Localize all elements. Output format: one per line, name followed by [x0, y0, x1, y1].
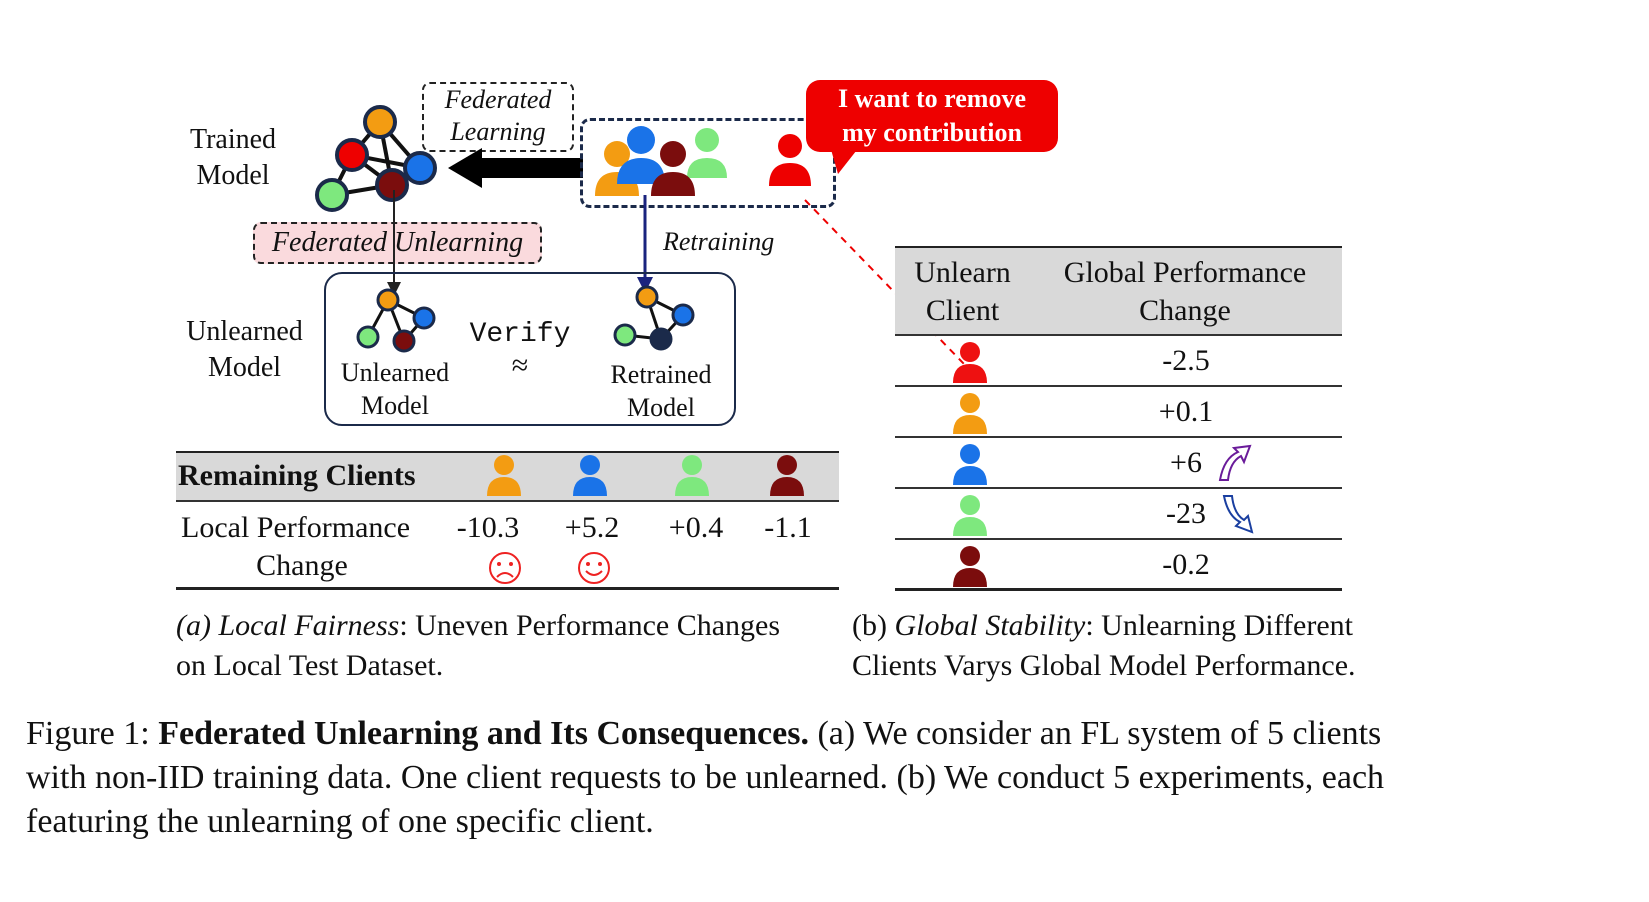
- global-value-green: -23: [1166, 497, 1206, 530]
- local-table-mid-rule: [176, 500, 839, 502]
- global-table-top-rule: [895, 246, 1342, 249]
- unlearn-client-header: Unlearn Client: [914, 256, 1011, 327]
- person-icon-blue: [953, 444, 987, 485]
- model-comparison-box: [324, 272, 736, 426]
- local-client-icons: [487, 455, 804, 496]
- unlearned-model-graph-icon: [356, 288, 436, 353]
- caption-a: (a) Local Fairness: Uneven Performance C…: [176, 606, 826, 686]
- caption-a-rest1: : Uneven Performance Changes: [399, 609, 781, 642]
- local-value-orange: -10.3: [456, 511, 520, 544]
- global-table-rule-0: [895, 334, 1342, 336]
- person-icon-green: [953, 495, 987, 536]
- caption-a-rest2: on Local Test Dataset.: [176, 649, 444, 682]
- caption-b-label: (b): [852, 609, 895, 642]
- local-value-darkred: -1.1: [764, 511, 812, 544]
- federated-learning-box: Federated Learning: [422, 82, 574, 152]
- person-icon-blue: [573, 455, 607, 496]
- figure-caption-text3: featuring the unlearning of one specific…: [26, 803, 654, 840]
- federated-learning-line1: Federated: [444, 85, 552, 114]
- federated-learning-line2: Learning: [450, 117, 546, 146]
- caption-b-rest1: : Unlearning Different: [1085, 609, 1353, 642]
- global-value-red: -2.5: [1162, 344, 1210, 377]
- figure-caption-text1: (a) We consider an FL system of 5 client…: [808, 715, 1382, 752]
- federated-unlearning-box: Federated Unlearning: [253, 222, 542, 264]
- figure-caption-title: Federated Unlearning and Its Consequence…: [158, 715, 809, 752]
- unlearning-arrow-icon: [387, 190, 401, 296]
- remove-contribution-callout: I want to remove my contribution: [806, 80, 1058, 152]
- person-icon-orange: [487, 455, 521, 496]
- global-table-rule-1: [895, 385, 1342, 387]
- curved-up-arrow-icon: [1218, 444, 1252, 481]
- local-table-top-rule: [176, 451, 839, 454]
- global-table-bottom-rule: [895, 588, 1342, 591]
- figure-caption-prefix: Figure 1:: [26, 715, 159, 752]
- global-client-icons: [953, 342, 987, 587]
- remaining-clients-header: Remaining Clients: [178, 459, 416, 492]
- unlearned-model-side-label: Unlearned Model: [186, 316, 303, 383]
- global-table-rule-3: [895, 487, 1342, 489]
- person-icon-red: [953, 342, 987, 383]
- retraining-label: Retraining: [663, 227, 775, 256]
- retrained-model-graph-icon: [613, 285, 695, 351]
- unlearned-model-inner-label: Unlearned Model: [340, 358, 450, 420]
- figure-caption-text2: with non-IID training data. One client r…: [26, 759, 1385, 796]
- person-icon-darkred: [770, 455, 804, 496]
- global-value-orange: +0.1: [1158, 395, 1214, 428]
- clients-group-box: [580, 118, 836, 208]
- caption-b-title: Global Stability: [894, 609, 1086, 642]
- global-table-header-bg: [895, 248, 1342, 334]
- local-performance-label-line2: Change: [256, 549, 348, 582]
- global-table-rule-2: [895, 436, 1342, 438]
- global-value-blue: +6: [1170, 446, 1202, 479]
- caption-b: (b) Global Stability: Unlearning Differe…: [852, 606, 1412, 686]
- caption-b-rest2: Clients Varys Global Model Performance.: [852, 649, 1356, 682]
- sad-face-icon: [489, 552, 521, 584]
- caption-a-label: (a): [176, 609, 219, 642]
- figure-caption: Figure 1: Federated Unlearning and Its C…: [26, 712, 1626, 844]
- global-table-rule-4: [895, 538, 1342, 540]
- trained-model-graph-icon: [315, 105, 437, 212]
- federated-learning-arrow-icon: [448, 148, 583, 188]
- caption-a-title: Local Fairness: [218, 609, 400, 642]
- person-icon-darkred: [953, 546, 987, 587]
- approx-symbol: ≈: [511, 349, 529, 382]
- local-value-blue: +5.2: [564, 511, 620, 544]
- trained-model-label: Trained Model: [189, 124, 277, 191]
- local-table-bottom-rule: [176, 587, 839, 590]
- callout-tail-icon: [830, 146, 860, 174]
- local-performance-label-line1: Local Performance: [181, 511, 411, 544]
- person-icon-orange: [953, 393, 987, 434]
- happy-face-icon: [578, 552, 610, 584]
- global-value-darkred: -0.2: [1162, 548, 1210, 581]
- person-icon-green: [675, 455, 709, 496]
- clients-group-icon: [595, 126, 811, 196]
- curved-down-arrow-icon: [1222, 495, 1254, 534]
- local-value-green: +0.4: [668, 511, 724, 544]
- retraining-arrow-icon: [637, 195, 653, 293]
- retrained-model-label: Retrained Model: [610, 360, 712, 422]
- global-performance-header: Global Performance Change: [1063, 256, 1307, 327]
- verify-label: Verify: [469, 319, 571, 350]
